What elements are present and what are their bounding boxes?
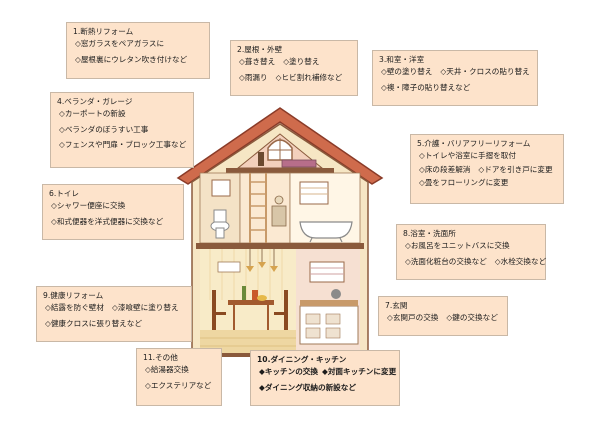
roof bbox=[176, 107, 384, 185]
card-title: 6.トイレ bbox=[49, 189, 80, 198]
card-row: ◇洗面化粧台の交換など◇水栓交換など bbox=[405, 256, 547, 266]
card-title: 9.健康リフォーム bbox=[43, 291, 104, 300]
toilet-window bbox=[211, 179, 231, 197]
card-title: 1.断熱リフォーム bbox=[73, 27, 134, 36]
card-bathroom: 8.浴室・洗面所 ◇お風呂をユニットバスに交換 ◇洗面化粧台の交換など◇水栓交換… bbox=[396, 224, 546, 280]
card-row: ◇床の段差解消◇ドアを引き戸に変更 bbox=[419, 164, 553, 174]
card-row: ◇葺き替え◇塗り替え bbox=[239, 57, 320, 67]
card-row: ◆キッチンの交換◆対面キッチンに変更 bbox=[259, 367, 397, 377]
card-row: ◇結露を防ぐ壁材◇漆喰壁に塗り替え bbox=[45, 303, 179, 313]
card-veranda-garage: 4.ベランダ・ガレージ ◇カーポートの新設 ◇ベランダのぼうすい工事 ◇フェンス… bbox=[50, 92, 194, 168]
card-row: ◇フェンスや門扉・ブロック工事など bbox=[59, 140, 187, 150]
bathtub bbox=[299, 221, 353, 239]
card-row: ◇エクステリアなど bbox=[145, 380, 212, 390]
card-entrance: 7.玄関 ◇玄関戸の交換◇鍵の交換など bbox=[378, 296, 508, 336]
card-row: ◇壁の塗り替え◇天井・クロスの貼り替え bbox=[381, 67, 530, 77]
card-japanese-western-room: 3.和室・洋室 ◇壁の塗り替え◇天井・クロスの貼り替え ◇襖・障子の貼り替えなど bbox=[372, 50, 538, 106]
card-row: ◇お風呂をユニットバスに交換 bbox=[405, 241, 510, 251]
card-title: 2.屋根・外壁 bbox=[237, 45, 283, 54]
card-title: 7.玄関 bbox=[385, 301, 408, 310]
card-title: 5.介護・バリアフリーリフォーム bbox=[417, 139, 531, 148]
card-row: ◇健康クロスに張り替えなど bbox=[45, 318, 142, 328]
card-row: ◇カーポートの新設 bbox=[59, 109, 126, 119]
card-title: 3.和室・洋室 bbox=[379, 55, 425, 64]
card-barrier-free: 5.介護・バリアフリーリフォーム ◇トイレや浴室に手摺を取付 ◇床の段差解消◇ド… bbox=[410, 134, 564, 204]
card-row: ◇シャワー便座に交換 bbox=[51, 201, 126, 211]
card-row: ◇襖・障子の貼り替えなど bbox=[381, 82, 471, 92]
card-row: ◆ダイニング収納の新設など bbox=[259, 382, 356, 392]
bath-window bbox=[299, 181, 329, 205]
card-title: 10.ダイニング・キッチン bbox=[257, 355, 347, 364]
card-title: 8.浴室・洗面所 bbox=[403, 229, 456, 238]
card-other: 11.その他 ◇給湯器交換 ◇エクステリアなど bbox=[136, 348, 222, 406]
card-row: ◇屋根裏にウレタン吹き付けなど bbox=[75, 54, 188, 64]
dining-table bbox=[228, 300, 274, 305]
card-row: ◇ベランダのぼうすい工事 bbox=[59, 124, 149, 134]
card-title: 4.ベランダ・ガレージ bbox=[57, 97, 133, 106]
card-toilet: 6.トイレ ◇シャワー便座に交換 ◇和式便器を洋式便器に交換など bbox=[42, 184, 184, 240]
card-row: ◇和式便器を洋式便器に交換など bbox=[51, 216, 164, 226]
card-row: ◇窓ガラスをペアガラスに bbox=[75, 39, 165, 49]
card-row: ◇玄関戸の交換◇鍵の交換など bbox=[387, 313, 498, 323]
card-row: ◇給湯器交換 bbox=[145, 365, 189, 375]
attic-bed bbox=[281, 159, 317, 168]
card-row: ◇トイレや浴室に手摺を取付 bbox=[419, 151, 516, 161]
card-roof-walls: 2.屋根・外壁 ◇葺き替え◇塗り替え ◇雨漏り◇ヒビ割れ補修など bbox=[230, 40, 358, 96]
card-insulation: 1.断熱リフォーム ◇窓ガラスをペアガラスに ◇屋根裏にウレタン吹き付けなど bbox=[66, 22, 210, 79]
card-row: ◇雨漏り◇ヒビ割れ補修など bbox=[239, 72, 343, 82]
kitchen-window bbox=[309, 261, 345, 283]
card-dining-kitchen: 10.ダイニング・キッチン ◆キッチンの交換◆対面キッチンに変更 ◆ダイニング収… bbox=[250, 350, 400, 406]
card-health-reform: 9.健康リフォーム ◇結露を防ぐ壁材◇漆喰壁に塗り替え ◇健康クロスに張り替えな… bbox=[36, 286, 192, 342]
card-row: ◇畳をフローリングに変更 bbox=[419, 178, 509, 188]
card-title: 11.その他 bbox=[143, 353, 178, 362]
